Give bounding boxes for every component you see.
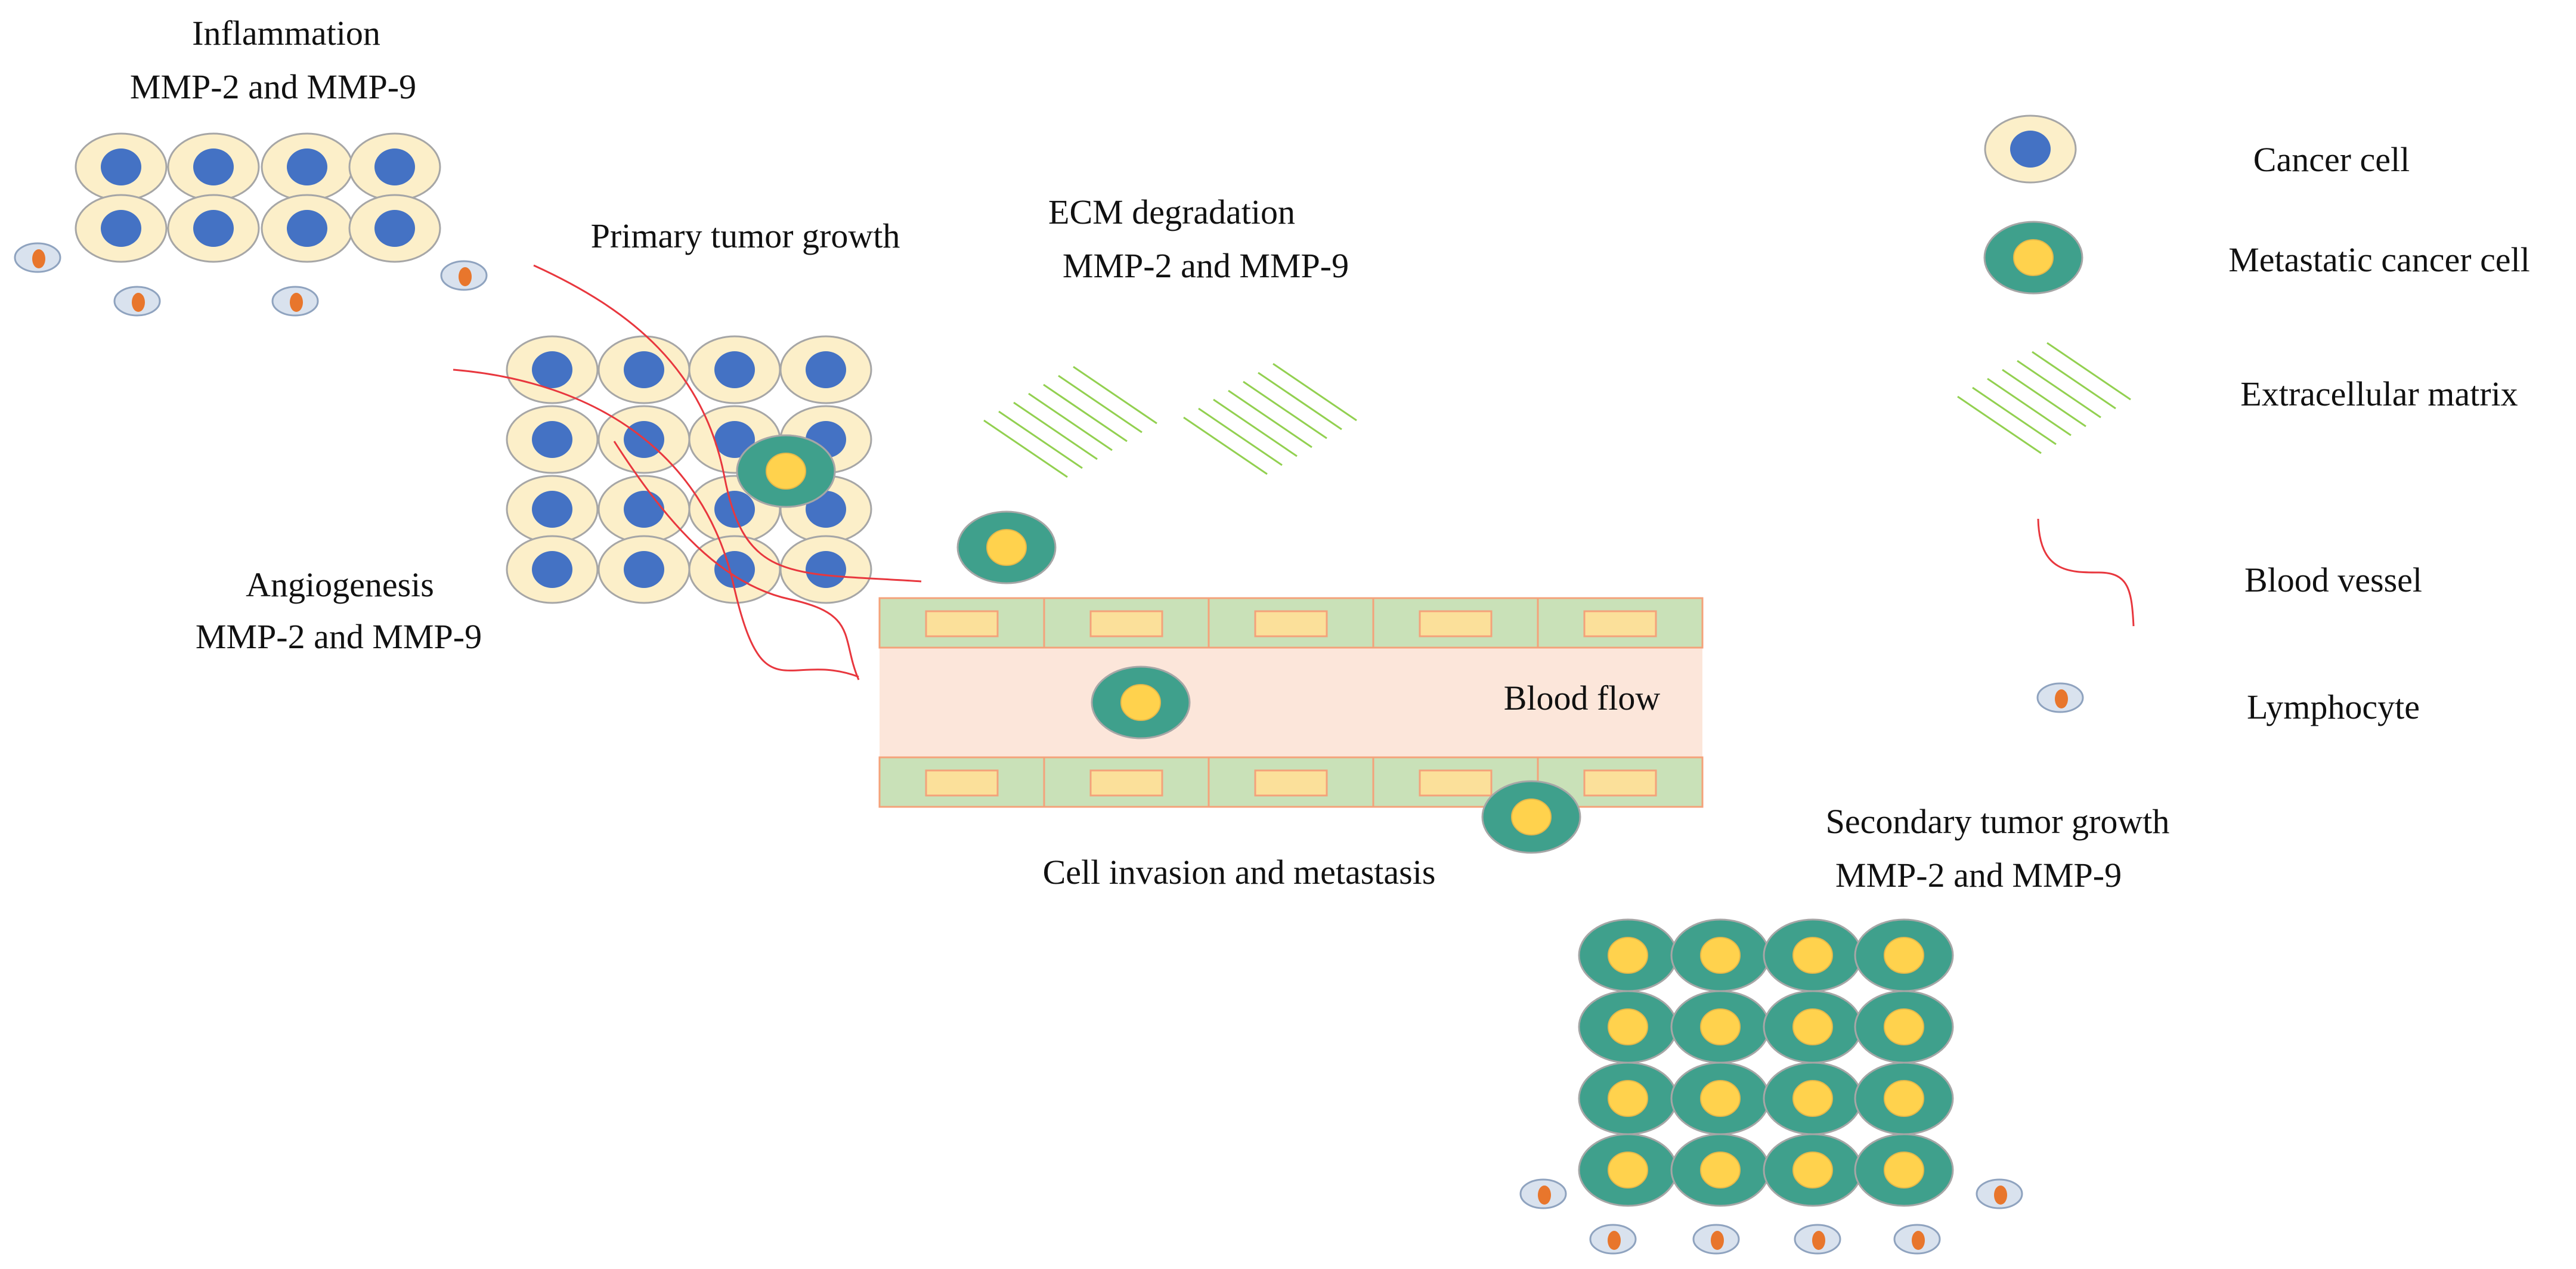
legend: Cancer cell Metastatic cancer cell Extra… — [1956, 114, 2530, 726]
cancer-cell — [506, 335, 599, 404]
metastatic-cell — [1763, 918, 1863, 992]
vessel-wall-bottom — [878, 756, 1704, 808]
metastatic-cell — [1763, 1133, 1863, 1207]
cancer-cell — [75, 132, 168, 202]
blood-vessel-curves — [453, 264, 922, 680]
legend-metastatic-cancer-cell: Metastatic cancer cell — [1983, 221, 2530, 295]
metastatic-cell — [1578, 1133, 1678, 1207]
cancer-cell — [597, 335, 691, 404]
endothelial-cell — [1254, 769, 1328, 797]
inflammation-cell-cluster — [75, 132, 441, 263]
lymphocyte — [14, 242, 61, 273]
legend-cancer-cell: Cancer cell — [1984, 114, 2410, 184]
cancer-cell — [597, 535, 691, 604]
cancer-cell — [506, 535, 599, 604]
ecm-fibers — [983, 363, 1358, 478]
diagram-labels: Inflammation MMP-2 and MMP-9 Primary tum… — [130, 14, 2169, 895]
cancer-cell — [779, 335, 872, 404]
blood-vessel-icon — [2037, 518, 2135, 627]
legend-lymphocyte: Lymphocyte — [2036, 682, 2420, 726]
cancer-cell — [688, 335, 781, 404]
endothelial-cell — [1254, 610, 1328, 637]
metastatic-cell — [736, 434, 836, 508]
inflammation-mmp-label: MMP-2 and MMP-9 — [130, 67, 416, 106]
blood-vessel-line — [613, 441, 860, 680]
cancer-cell — [167, 132, 260, 202]
metastatic-cell — [1578, 918, 1678, 992]
extracellular-matrix-icon — [1956, 342, 2132, 454]
cell-invasion-label: Cell invasion and metastasis — [1043, 853, 1436, 892]
metastatic-cell — [1481, 780, 1581, 854]
lymphocyte — [271, 286, 319, 317]
metastatic-cell — [1854, 1133, 1954, 1207]
cancer-cell — [75, 194, 168, 263]
metastatic-cell — [1670, 1061, 1770, 1135]
endothelial-cell — [1583, 769, 1657, 797]
metastatic-cell — [1854, 990, 1954, 1064]
cancer-cell — [348, 194, 441, 263]
metastatic-cell — [1763, 990, 1863, 1064]
endothelial-cell — [925, 769, 999, 797]
lymphocyte — [1589, 1224, 1637, 1255]
lymphocyte — [1893, 1224, 1941, 1255]
primary-tumor-growth-label: Primary tumor growth — [591, 216, 900, 255]
metastatic-cell — [1763, 1061, 1863, 1135]
blood-vessel-line — [533, 264, 922, 583]
lymphocyte-icon — [2036, 682, 2084, 713]
metastatic-cell — [1670, 1133, 1770, 1207]
lymphocyte — [440, 260, 488, 291]
metastatic-cell — [956, 510, 1057, 584]
cancer-cell — [506, 475, 599, 544]
endothelial-cell — [1089, 610, 1163, 637]
vessel-wall-top — [878, 597, 1704, 649]
cancer-cell — [261, 132, 354, 202]
metastatic-cell — [1578, 1061, 1678, 1135]
metastatic-cell — [1854, 918, 1954, 992]
angiogenesis-mmp-label: MMP-2 and MMP-9 — [196, 617, 482, 656]
metastatic-cell — [1670, 990, 1770, 1064]
blood-flow-label: Blood flow — [1504, 679, 1661, 717]
endothelial-cell — [1419, 610, 1493, 637]
cancer-cell — [506, 405, 599, 474]
secondary-tumor-cell-cluster — [1578, 918, 1954, 1207]
lymphocyte — [1692, 1224, 1740, 1255]
metastatic-cell — [1670, 918, 1770, 992]
ecm-mmp-label: MMP-2 and MMP-9 — [1063, 246, 1349, 285]
ecm-degradation-title: ECM degradation — [1048, 193, 1295, 231]
cancer-cell — [167, 194, 260, 263]
blood-vessel-line — [453, 369, 859, 678]
metastatic-cell — [1854, 1061, 1954, 1135]
ecm-fiber-bundle — [983, 366, 1158, 478]
angiogenesis-title: Angiogenesis — [246, 565, 434, 604]
metastatic-cell — [1091, 666, 1191, 739]
legend-lymphocyte-label: Lymphocyte — [2247, 688, 2420, 726]
endothelial-cell — [925, 610, 999, 637]
legend-blood-vessel: Blood vessel — [2037, 518, 2422, 627]
inflammation-title: Inflammation — [192, 14, 380, 52]
secondary-mmp-label: MMP-2 and MMP-9 — [1835, 856, 2122, 895]
endothelial-cell — [1419, 769, 1493, 797]
legend-metastatic-cancer-cell-label: Metastatic cancer cell — [2228, 240, 2530, 279]
secondary-tumor-title: Secondary tumor growth — [1826, 802, 2170, 841]
legend-cancer-cell-label: Cancer cell — [2253, 140, 2410, 179]
vessel-lumen — [880, 647, 1702, 757]
endothelial-cell — [1583, 610, 1657, 637]
cancer-cell — [261, 194, 354, 263]
endothelial-cell — [1089, 769, 1163, 797]
lymphocyte — [113, 286, 161, 317]
ecm-fiber-bundle — [1182, 363, 1358, 475]
legend-blood-vessel-label: Blood vessel — [2244, 561, 2422, 599]
cancer-cell-icon — [1984, 114, 2077, 184]
metastatic-cancer-cell-icon — [1983, 221, 2083, 295]
legend-extracellular-matrix: Extracellular matrix — [1956, 342, 2518, 454]
blood-vessel-structure — [878, 597, 1704, 808]
lymphocyte — [1794, 1224, 1841, 1255]
metastatic-cell — [1578, 990, 1678, 1064]
lymphocyte — [1519, 1178, 1567, 1209]
legend-extracellular-matrix-label: Extracellular matrix — [2240, 374, 2518, 413]
lymphocyte — [1976, 1178, 2023, 1209]
cancer-cell — [348, 132, 441, 202]
